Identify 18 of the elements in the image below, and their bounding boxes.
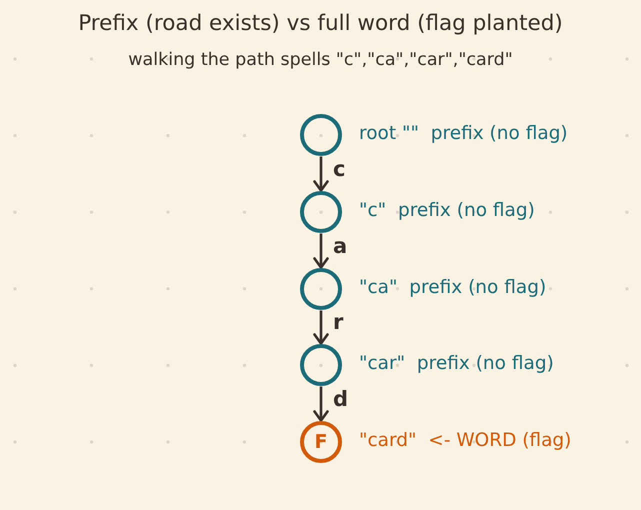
node-label: "c" prefix (no flag) bbox=[359, 200, 535, 222]
arrow bbox=[313, 310, 329, 345]
arrow bbox=[313, 156, 329, 192]
arrow bbox=[313, 386, 329, 422]
title: Prefix (road exists) vs full word (flag planted) bbox=[77, 11, 564, 37]
node-label: "card" <- WORD (flag) bbox=[359, 430, 572, 452]
node-label: root "" prefix (no flag) bbox=[359, 123, 568, 146]
flag-letter: F bbox=[314, 432, 328, 452]
node-label: "car" prefix (no flag) bbox=[359, 353, 554, 376]
subtitle: walking the path spells "c","ca","car","card" bbox=[127, 50, 514, 71]
circle-node bbox=[300, 344, 342, 386]
circle-node bbox=[300, 421, 342, 463]
circle-node bbox=[300, 114, 342, 156]
arrow bbox=[313, 234, 329, 269]
circle-node bbox=[300, 268, 342, 310]
circle-node bbox=[300, 191, 342, 233]
node-label: "ca" prefix (no flag) bbox=[359, 277, 546, 300]
edge-label: d bbox=[332, 388, 350, 410]
